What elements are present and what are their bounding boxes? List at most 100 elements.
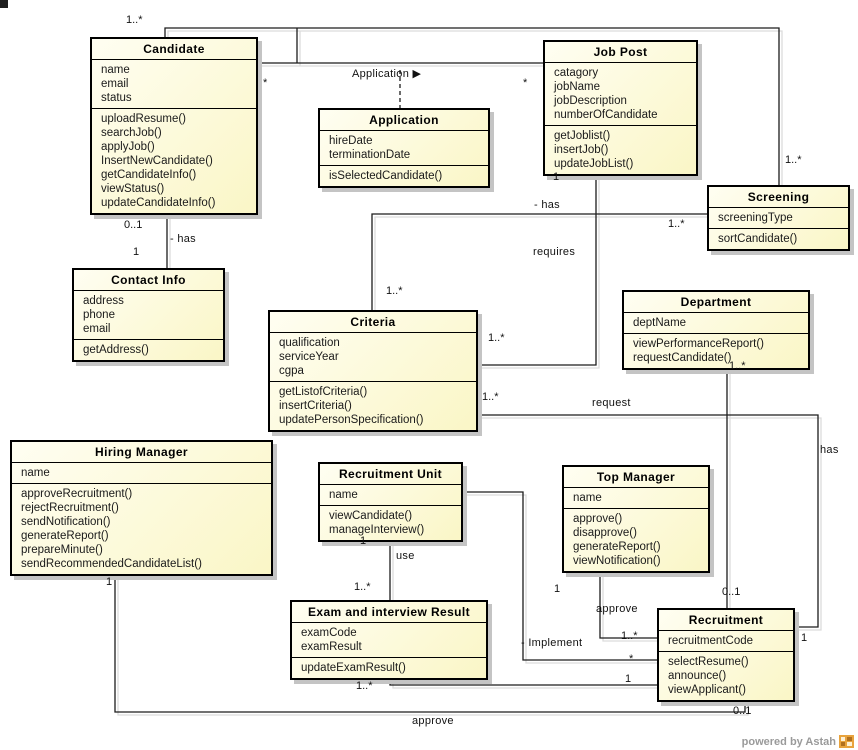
method: applyJob() [101, 141, 155, 153]
multiplicity-label: 1..* [729, 360, 746, 372]
attribute: email [83, 323, 111, 335]
multiplicity-label: 1 [133, 246, 140, 258]
multiplicity-label: 1 [625, 673, 632, 685]
association-name-approve: approve [412, 715, 454, 727]
attribute: recruitmentCode [668, 635, 754, 647]
association-name-use: use [396, 550, 415, 562]
association-name-application: Application ▶ [352, 68, 422, 80]
method: sortCandidate() [718, 233, 798, 245]
multiplicity-label: 1 [553, 171, 560, 183]
attribute: numberOfCandidate [554, 109, 658, 121]
multiplicity-label: 0..1 [733, 705, 752, 717]
class-department[interactable]: Department deptName viewPerformanceRepor… [622, 290, 810, 370]
attributes-section: screeningType [709, 208, 848, 228]
class-title: Hiring Manager [12, 442, 271, 463]
method: searchJob() [101, 127, 162, 139]
attribute: serviceYear [279, 351, 339, 363]
methods-section: getAddress() [74, 339, 223, 360]
method: getCandidateInfo() [101, 169, 197, 181]
method: isSelectedCandidate() [329, 170, 443, 182]
connector-screening-criteria-has [371, 213, 707, 310]
astah-logo-icon [839, 735, 854, 748]
attribute: terminationDate [329, 149, 411, 161]
methods-section: getJoblist()insertJob()updateJobList() [545, 125, 696, 174]
method: rejectRecruitment() [21, 502, 119, 514]
attributes-section: recruitmentCode [659, 631, 793, 651]
method: announce() [668, 670, 727, 682]
method: viewNotification() [573, 555, 661, 567]
method: manageInterview() [329, 524, 425, 536]
multiplicity-label: 1..* [386, 285, 403, 297]
multiplicity-label: 0..1 [722, 586, 741, 598]
method: generateReport() [573, 541, 661, 553]
class-title: Criteria [270, 312, 476, 333]
corner-mark [0, 0, 8, 8]
class-hiring-manager[interactable]: Hiring Manager name approveRecruitment()… [10, 440, 273, 576]
class-recruitment[interactable]: Recruitment recruitmentCode selectResume… [657, 608, 795, 702]
method: updateExamResult() [301, 662, 406, 674]
association-name-approve: approve [596, 603, 638, 615]
method: uploadResume() [101, 113, 187, 125]
method: insertCriteria() [279, 400, 352, 412]
method: approveRecruitment() [21, 488, 133, 500]
attribute: email [101, 78, 129, 90]
multiplicity-label: 1 [801, 632, 808, 644]
attributes-section: name [12, 463, 271, 483]
attribute: name [101, 64, 130, 76]
multiplicity-label: 1..* [482, 391, 499, 403]
multiplicity-label: 1..* [356, 680, 373, 692]
watermark-text: powered by Astah [741, 735, 836, 748]
attribute: qualification [279, 337, 340, 349]
method: updateJobList() [554, 158, 634, 170]
class-title: Exam and interview Result [292, 602, 486, 623]
class-exam-and-interview-result[interactable]: Exam and interview Result examCode examRe… [290, 600, 488, 680]
class-title: Application [320, 110, 488, 131]
attributes-section: name [564, 488, 708, 508]
attribute: catagory [554, 67, 599, 79]
association-name-implement: - Implement [521, 637, 583, 649]
class-top-manager[interactable]: Top Manager name approve()disapprove()ge… [562, 465, 710, 573]
method: viewCandidate() [329, 510, 413, 522]
method: getJoblist() [554, 130, 611, 142]
attribute: examCode [301, 627, 357, 639]
class-title: Candidate [92, 39, 256, 60]
attributes-section: examCode examResult [292, 623, 486, 657]
connector-shadows [117, 30, 822, 716]
multiplicity-label: 1..* [621, 630, 638, 642]
attribute: name [21, 467, 50, 479]
methods-section: approveRecruitment() rejectRecruitment() s… [12, 483, 271, 574]
multiplicity-label: 1..* [126, 14, 143, 26]
attribute: name [329, 489, 358, 501]
method: updatePersonSpecification() [279, 414, 424, 426]
method: generateReport() [21, 530, 109, 542]
attributes-section: qualification serviceYear cgpa [270, 333, 476, 381]
connector-jobpost-criteria-requires [478, 165, 597, 366]
methods-section: viewCandidate() manageInterview() [320, 505, 461, 540]
class-recruitment-unit[interactable]: Recruitment Unit name viewCandidate() man… [318, 462, 463, 542]
attribute: examResult [301, 641, 362, 653]
class-screening[interactable]: Screening screeningType sortCandidate() [707, 185, 850, 251]
class-title: Department [624, 292, 808, 313]
attribute: cgpa [279, 365, 304, 377]
class-title: Recruitment Unit [320, 464, 461, 485]
method: selectResume() [668, 656, 749, 668]
attributes-section: name [320, 485, 461, 505]
class-title: Recruitment [659, 610, 793, 631]
method: disapprove() [573, 527, 637, 539]
method: getAddress() [83, 344, 149, 356]
methods-section: approve()disapprove()generateReport()vie… [564, 508, 708, 571]
method: prepareMinute() [21, 544, 103, 556]
class-title: Job Post [545, 42, 696, 63]
method: sendNotification() [21, 516, 111, 528]
attribute: name [573, 492, 602, 504]
